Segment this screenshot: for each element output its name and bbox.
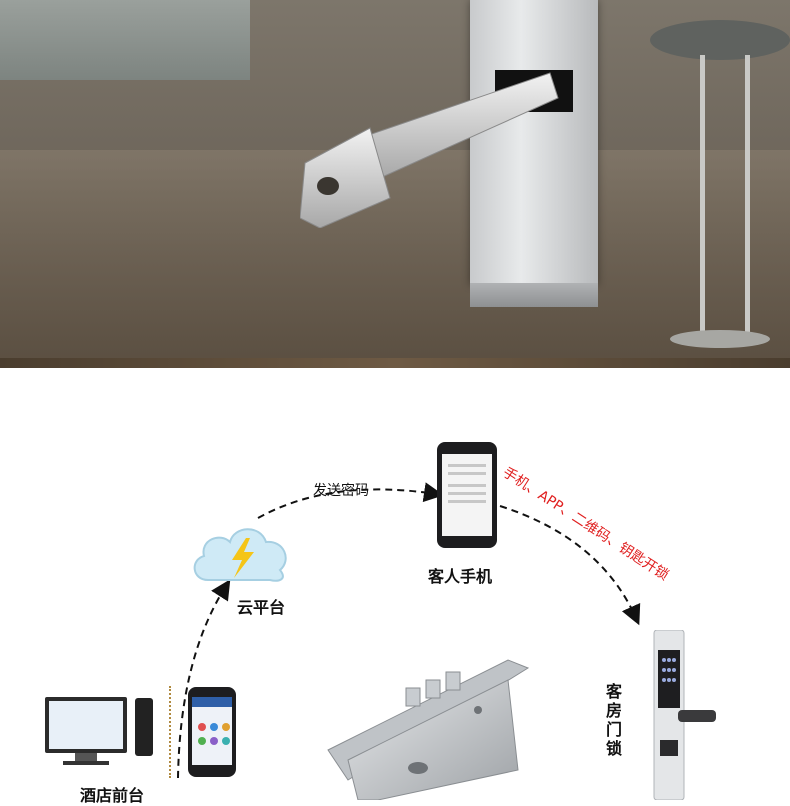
bar-stool-leg [700, 55, 750, 345]
door-lock-icon [653, 630, 716, 800]
room-door-lock-label: 客房门锁 [606, 682, 623, 758]
mechanical-key-icon [300, 72, 559, 228]
lock-faceplate [470, 0, 598, 285]
hero-photo-key-lock [0, 0, 790, 368]
photo-bottom-strip [0, 358, 790, 368]
bar-stool-base [670, 330, 770, 348]
guest-phone-label: 客人手机 [428, 567, 493, 586]
arrow-frontdesk-to-cloud [177, 579, 231, 779]
arrow-phone-to-lock [499, 505, 641, 626]
lightning-icon [232, 538, 254, 578]
arrow-cloud-to-phone [257, 482, 444, 519]
guest-smartphone-icon [437, 442, 497, 548]
lock-faceplate-bottom [470, 283, 598, 307]
background-window [0, 0, 250, 80]
mortise-lock-icon [327, 659, 530, 800]
send-password-label: 发送密码 [313, 483, 369, 499]
cloud-platform-label: 云平台 [237, 598, 286, 617]
bar-stool-seat [650, 20, 790, 60]
dotted-divider [169, 686, 171, 778]
front-desk-label: 酒店前台 [80, 786, 145, 805]
front-desk-smartphone-icon [188, 687, 236, 777]
card-reader-icon [135, 698, 153, 756]
cloud-icon [193, 528, 287, 582]
computer-icon [45, 697, 127, 765]
background-floor [0, 150, 790, 368]
